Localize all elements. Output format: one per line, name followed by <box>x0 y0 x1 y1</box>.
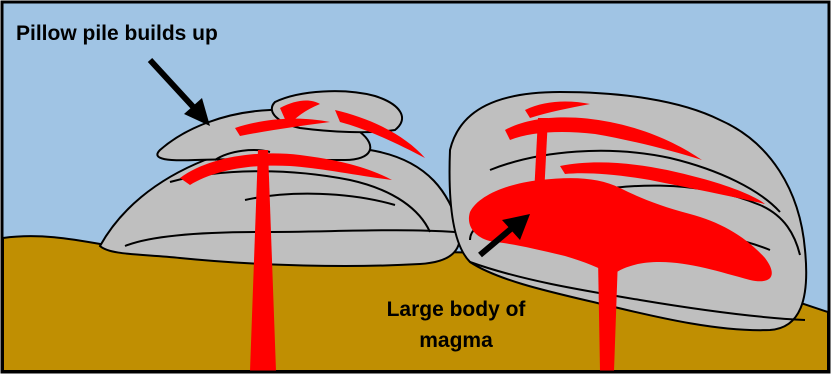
magma-label-line1: Large body of <box>387 298 527 321</box>
magma-label-line2: magma <box>419 329 493 352</box>
pillow-pile-label: Pillow pile builds up <box>16 22 218 45</box>
